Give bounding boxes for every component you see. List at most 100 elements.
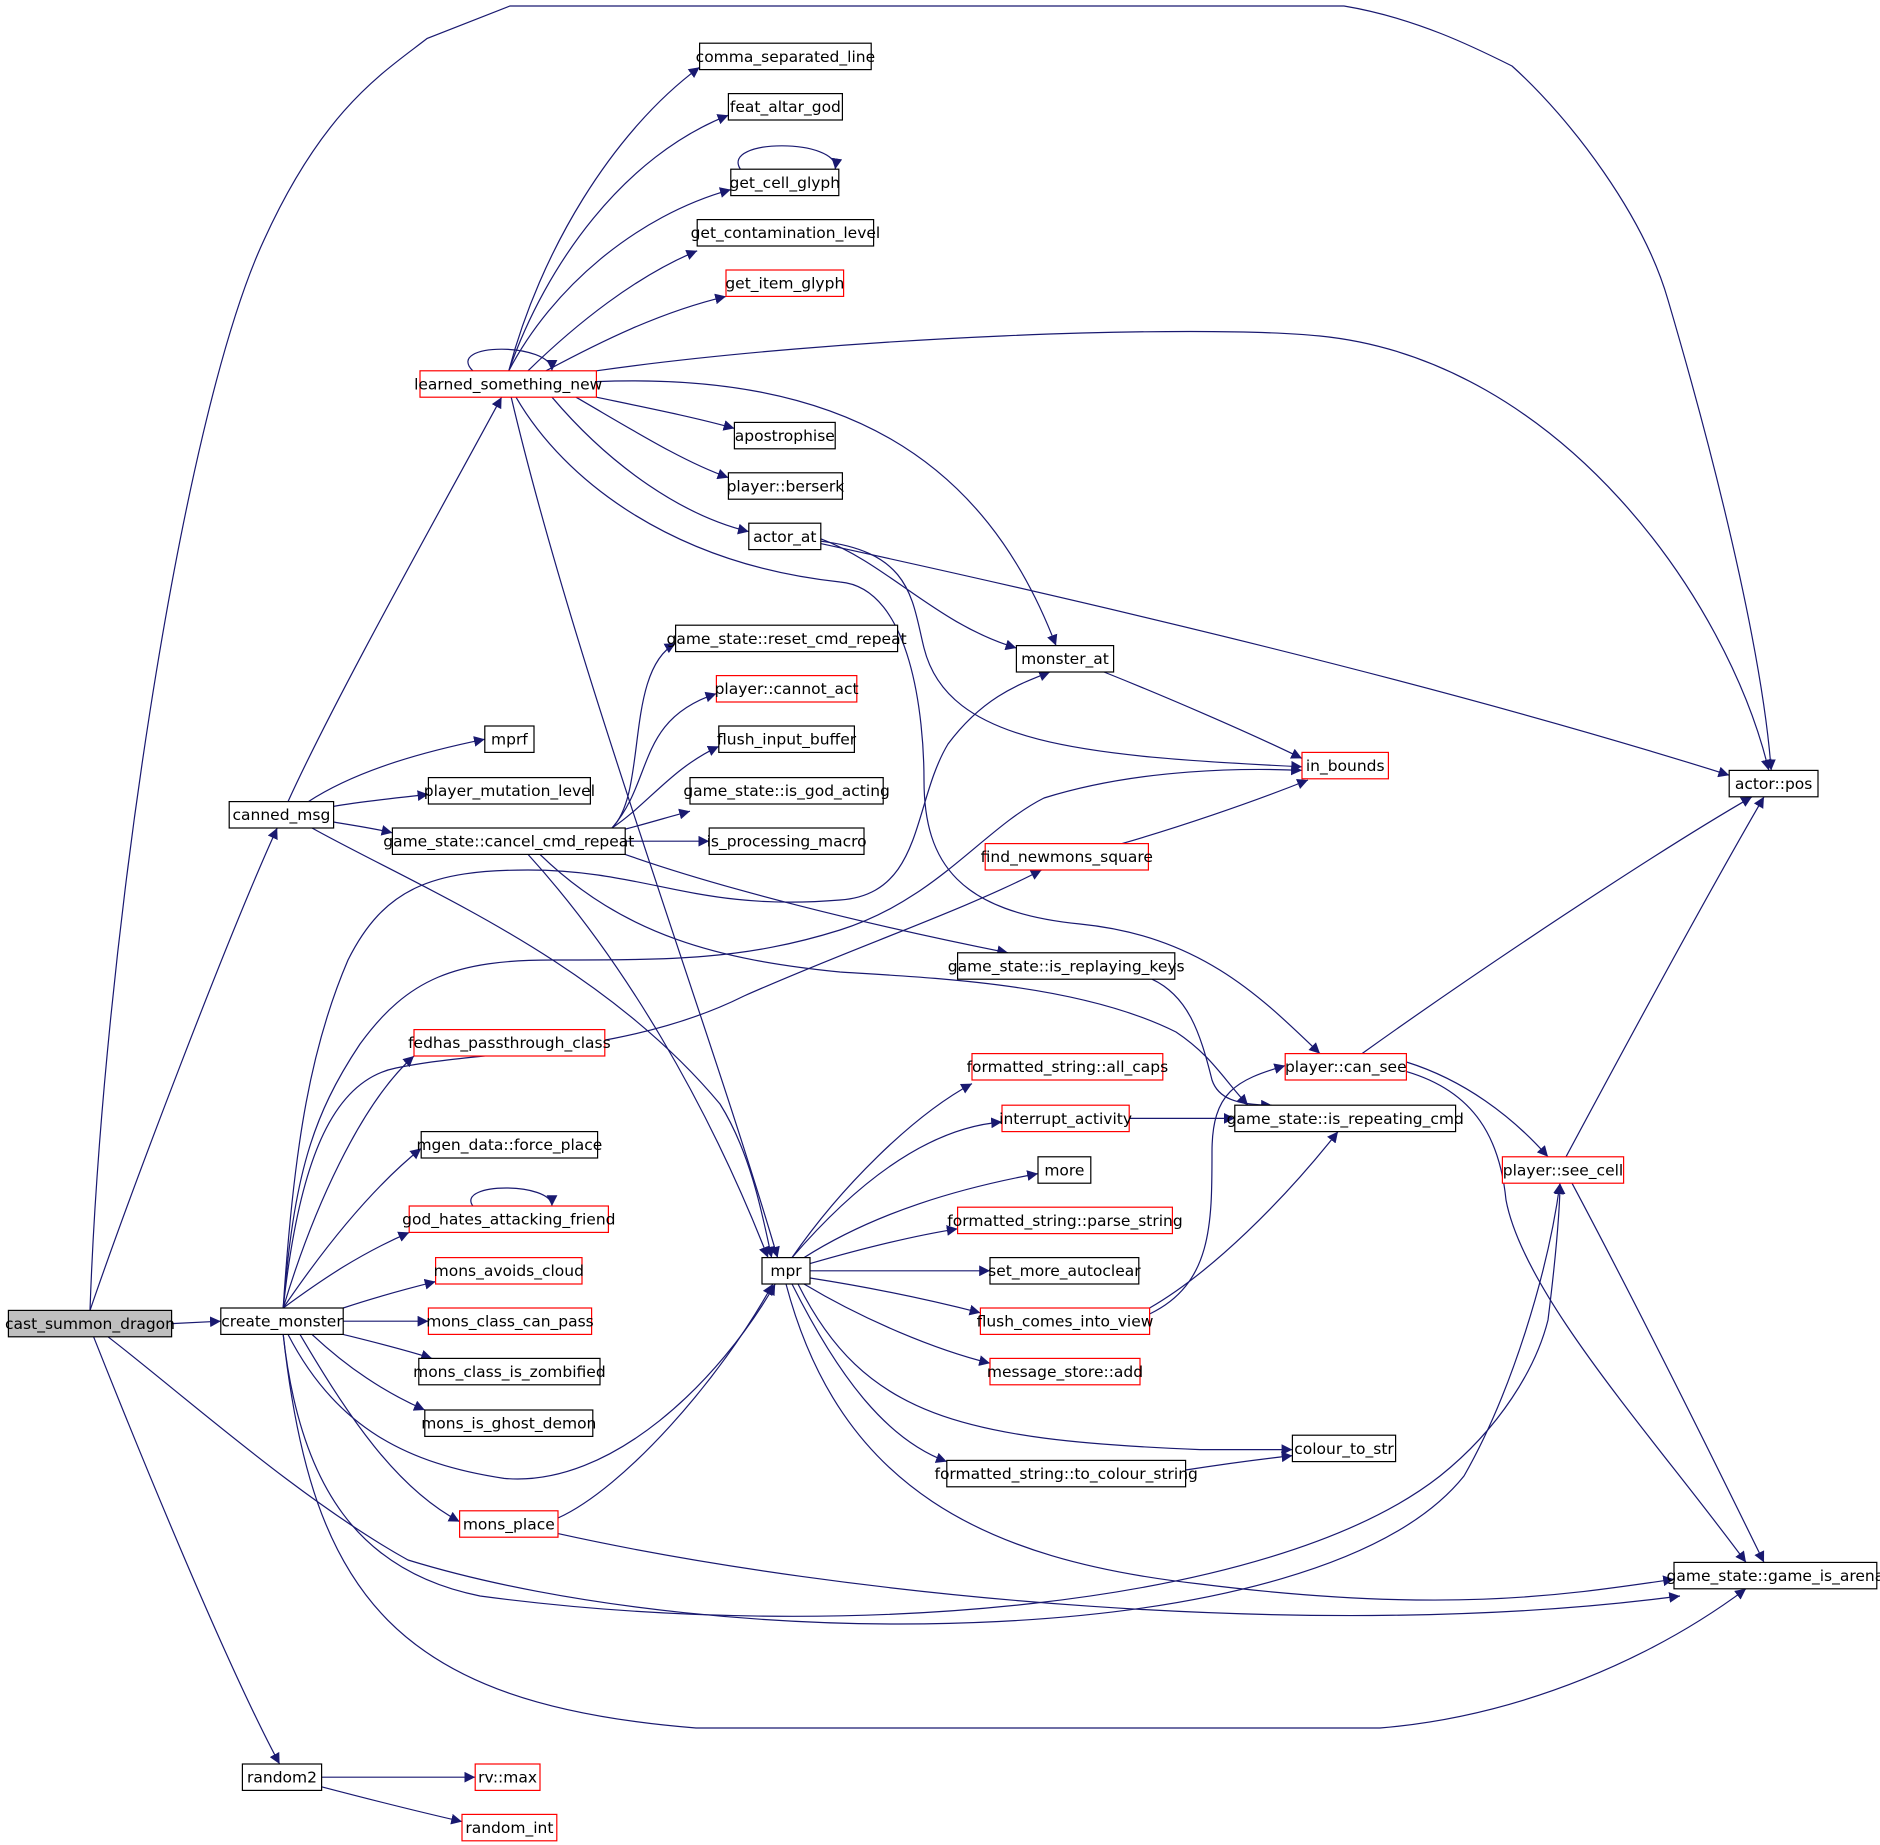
node-mprf[interactable]: mprf bbox=[484, 725, 535, 753]
node-mons_place[interactable]: mons_place bbox=[459, 1510, 559, 1538]
node-find_newmons_square[interactable]: find_newmons_square bbox=[981, 842, 1153, 871]
node-label: random2 bbox=[247, 1769, 317, 1787]
node-to_colour_string[interactable]: formatted_string::to_colour_string bbox=[934, 1459, 1198, 1488]
node-box bbox=[984, 842, 1150, 871]
node-random_int[interactable]: random_int bbox=[461, 1813, 558, 1842]
node-is_god_acting[interactable]: game_state::is_god_acting bbox=[683, 776, 890, 805]
node-rv_max[interactable]: rv::max bbox=[474, 1763, 541, 1791]
node-more[interactable]: more bbox=[1037, 1156, 1092, 1184]
node-label: mprf bbox=[491, 731, 528, 749]
node-parse_string[interactable]: formatted_string::parse_string bbox=[947, 1206, 1183, 1235]
node-is_repeating_cmd[interactable]: game_state::is_repeating_cmd bbox=[1227, 1104, 1464, 1133]
node-learned_something_new[interactable]: learned_something_new bbox=[414, 370, 603, 398]
node-get_contamination_level[interactable]: get_contamination_level bbox=[691, 219, 881, 247]
node-layer: cast_summon_dragon canned_msg create_monst… bbox=[5, 42, 1880, 1842]
node-box bbox=[708, 827, 865, 855]
node-is_processing_macro[interactable]: is_processing_macro bbox=[707, 827, 867, 855]
node-actor_pos[interactable]: actor::pos bbox=[1728, 769, 1819, 798]
node-apostrophise[interactable]: apostrophise bbox=[733, 421, 836, 450]
node-force_place[interactable]: mgen_data::force_place bbox=[416, 1130, 602, 1159]
node-random2[interactable]: random2 bbox=[241, 1763, 323, 1791]
node-box bbox=[1673, 1561, 1878, 1590]
edge-player_can_see-to-game_is_arena bbox=[1406, 1072, 1746, 1563]
node-label: message_store::add bbox=[987, 1363, 1143, 1382]
node-box bbox=[1284, 1052, 1407, 1081]
edge-mpr-to-game_is_arena bbox=[786, 1284, 1674, 1600]
node-interrupt_activity[interactable]: interrupt_activity bbox=[999, 1104, 1132, 1133]
node-label: god_hates_attacking_friend bbox=[402, 1211, 615, 1230]
node-label: colour_to_str bbox=[1294, 1440, 1394, 1459]
edge-canned_msg-to-learned_something_new bbox=[288, 397, 502, 801]
node-box bbox=[946, 1459, 1187, 1488]
node-player_cannot_act[interactable]: player::cannot_act bbox=[715, 674, 859, 703]
node-is_replaying_keys[interactable]: game_state::is_replaying_keys bbox=[948, 952, 1185, 980]
edge-mpr-to-colour_to_str bbox=[798, 1284, 1293, 1456]
edge-create_monster-to-mons_avoids_cloud bbox=[343, 1278, 435, 1308]
node-cancel_cmd_repeat[interactable]: game_state::cancel_cmd_repeat bbox=[383, 827, 634, 855]
node-fedhas_passthrough_class[interactable]: fedhas_passthrough_class bbox=[408, 1028, 611, 1057]
node-label: formatted_string::all_caps bbox=[967, 1058, 1169, 1077]
node-label: get_cell_glyph bbox=[729, 174, 840, 193]
edge-cast_summon_dragon-to-actor_pos bbox=[90, 6, 1776, 1310]
node-box bbox=[718, 725, 855, 753]
node-box bbox=[725, 269, 845, 297]
node-box bbox=[1001, 1104, 1130, 1133]
edge-create_monster-to-mpr bbox=[288, 1284, 775, 1479]
edge-learned_something_new-to-get_contamination_level bbox=[528, 249, 697, 371]
node-game_is_arena[interactable]: game_state::game_is_arena bbox=[1667, 1561, 1880, 1590]
node-in_bounds[interactable]: in_bounds bbox=[1301, 751, 1390, 780]
node-label: mpr bbox=[770, 1262, 802, 1280]
node-box bbox=[979, 1307, 1151, 1335]
node-player_berserk[interactable]: player::berserk bbox=[727, 472, 845, 500]
node-player_see_cell[interactable]: player::see_cell bbox=[1501, 1156, 1625, 1184]
edge-mpr-to-parse_string bbox=[810, 1225, 958, 1264]
node-canned_msg[interactable]: canned_msg bbox=[228, 800, 335, 829]
node-mons_class_is_zombified[interactable]: mons_class_is_zombified bbox=[413, 1357, 606, 1386]
edge-cancel_cmd_repeat-to-mpr bbox=[528, 854, 770, 1257]
node-mons_is_ghost_demon[interactable]: mons_is_ghost_demon bbox=[421, 1409, 596, 1437]
node-label: player_mutation_level bbox=[424, 782, 595, 801]
node-box bbox=[956, 952, 1176, 980]
edge-cancel_cmd_repeat-to-is_replaying_keys bbox=[625, 854, 1008, 956]
node-mons_avoids_cloud[interactable]: mons_avoids_cloud bbox=[434, 1256, 584, 1285]
node-reset_cmd_repeat[interactable]: game_state::reset_cmd_repeat bbox=[667, 624, 907, 653]
node-player_mutation_level[interactable]: player_mutation_level bbox=[424, 776, 595, 805]
node-label: formatted_string::parse_string bbox=[947, 1212, 1182, 1231]
node-mons_class_can_pass[interactable]: mons_class_can_pass bbox=[426, 1307, 594, 1335]
node-box bbox=[418, 1357, 601, 1386]
node-label: create_monster bbox=[221, 1313, 343, 1332]
node-mpr[interactable]: mpr bbox=[761, 1256, 811, 1285]
node-comma_separated_line[interactable]: comma_separated_line bbox=[696, 42, 875, 71]
node-flush_input_buffer[interactable]: flush_input_buffer bbox=[717, 725, 857, 753]
node-set_more_autoclear[interactable]: set_more_autoclear bbox=[988, 1256, 1141, 1285]
node-all_caps[interactable]: formatted_string::all_caps bbox=[967, 1052, 1169, 1081]
node-colour_to_str[interactable]: colour_to_str bbox=[1291, 1434, 1397, 1463]
edge-cast_summon_dragon-to-player_see_cell bbox=[108, 1183, 1564, 1624]
node-monster_at[interactable]: monster_at bbox=[1015, 644, 1115, 673]
edge-mpr-to-message_store_add bbox=[804, 1284, 990, 1366]
node-box bbox=[7, 1309, 173, 1338]
node-feat_altar_god[interactable]: feat_altar_god bbox=[727, 92, 844, 121]
node-label: player::see_cell bbox=[1503, 1161, 1623, 1180]
node-flush_comes_into_view[interactable]: flush_comes_into_view bbox=[977, 1307, 1154, 1335]
node-label: get_contamination_level bbox=[691, 224, 881, 243]
node-message_store_add[interactable]: message_store::add bbox=[987, 1357, 1143, 1386]
node-box bbox=[748, 522, 822, 551]
node-create_monster[interactable]: create_monster bbox=[220, 1307, 344, 1335]
edge-create_monster-to-game_is_arena bbox=[283, 1334, 1746, 1728]
node-player_can_see[interactable]: player::can_see bbox=[1284, 1052, 1407, 1081]
node-god_hates_attacking_friend[interactable]: god_hates_attacking_friend bbox=[402, 1205, 615, 1233]
node-box bbox=[674, 624, 899, 653]
node-label: mons_place bbox=[463, 1515, 555, 1534]
edge-learned_something_new-to-monster_at bbox=[596, 381, 1058, 646]
edge-find_newmons_square-to-in_bounds bbox=[1122, 778, 1308, 844]
node-box bbox=[419, 370, 597, 398]
node-get_item_glyph[interactable]: get_item_glyph bbox=[725, 269, 845, 297]
node-box bbox=[1291, 1434, 1397, 1463]
node-get_cell_glyph[interactable]: get_cell_glyph bbox=[729, 168, 840, 197]
node-actor_at[interactable]: actor_at bbox=[748, 522, 822, 551]
node-label: formatted_string::to_colour_string bbox=[934, 1465, 1197, 1484]
node-cast_summon_dragon[interactable]: cast_summon_dragon bbox=[5, 1309, 175, 1338]
edge-god_hates_attacking_friend-to-god_hates_attacking_friend bbox=[471, 1188, 558, 1206]
edge-player_can_see-to-actor_pos bbox=[1362, 797, 1752, 1054]
